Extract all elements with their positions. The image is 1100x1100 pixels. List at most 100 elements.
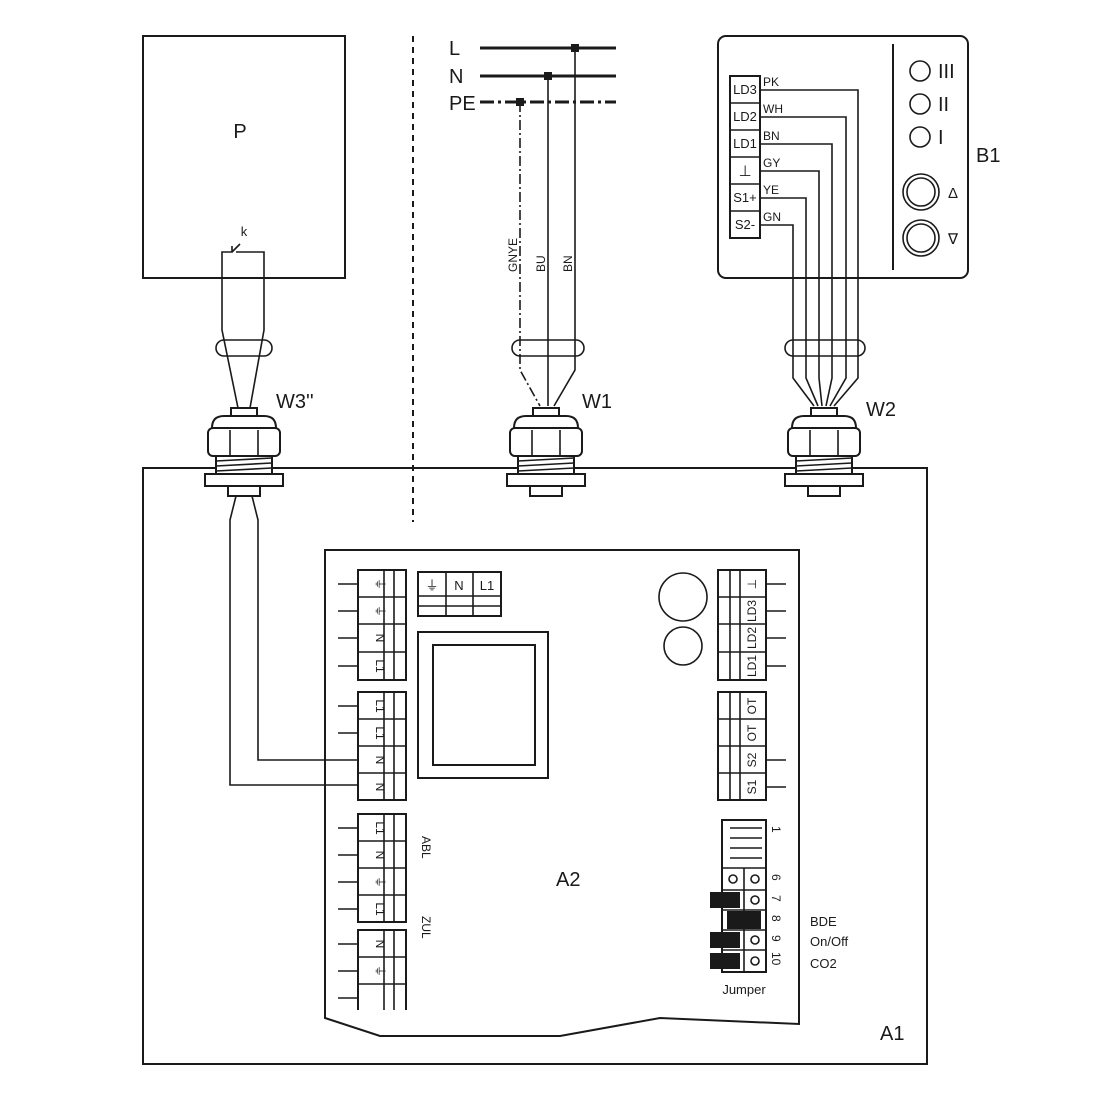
jumper-7[interactable] [710,892,740,908]
terminal-label: ⏚ [373,876,387,888]
terminal-label: ⏚ [373,605,387,617]
terminal-label: S2 [745,752,759,767]
terminal-label: S1 [745,779,759,794]
up-button[interactable] [902,173,940,211]
b1-terminal-s1: S1+ [733,190,757,205]
gland-w3 [204,407,284,497]
top-terminal-l1: L1 [480,578,494,593]
up-arrow-icon: Δ [948,185,958,202]
left-terminal-group-2: L1 L1 N N [338,691,407,801]
housing-a1-label: A1 [880,1023,904,1045]
supply-n-label: N [449,66,463,88]
b1-wire-wh: WH [763,102,783,116]
indicator-3-label: III [938,61,955,83]
right-terminal-group-2: OT OT S2 S1 [717,691,786,801]
terminal-label: L1 [373,699,387,713]
jumper-number: 7 [769,895,783,902]
device-p: P k [142,35,346,279]
b1-wire-ye: YE [763,183,779,197]
down-arrow-icon: ∇ [947,231,959,248]
jumper-9[interactable] [710,932,740,948]
wire-gnye-label: GNYE [506,238,520,272]
device-b1-label: B1 [976,145,1000,167]
board-a2-label: A2 [556,869,580,891]
left-terminal-group-4: N ⏚ [338,929,407,1010]
terminal-label: OT [745,697,759,714]
jumper-label-co2: CO2 [810,956,837,971]
abl-label: ABL [419,836,433,859]
cable-w2 [760,89,866,407]
indicator-1-icon [909,126,931,148]
terminal-label: L1 [373,726,387,740]
w3-wire-2 [251,495,358,761]
b1-wire-bn: BN [763,129,780,143]
zul-label: ZUL [419,916,433,939]
supply-l-label: L [449,38,460,60]
terminal-label: LD1 [745,655,759,677]
b1-terminal-s2: S2- [735,217,755,232]
terminal-label: L1 [373,659,387,673]
wire-bn-label: BN [561,255,575,272]
terminal-label: N [373,851,387,860]
cable-w1: GNYE BU BN [506,48,585,407]
terminal-label: LD3 [745,600,759,622]
gland-w1-label: W1 [582,391,612,413]
top-terminal-ground: ⏚ [425,578,438,593]
supply-pe-label: PE [449,93,476,115]
terminal-label: N [373,940,387,949]
terminal-label: ⏚ [373,965,387,977]
gland-w3-label: W3'' [276,391,314,413]
device-b1: B1 LD3 LD2 LD1 ⊥ S1+ S2- PK WH BN GY YE … [717,35,1000,279]
terminal-label: N [373,756,387,765]
gland-w1 [506,407,586,497]
relay-large [658,572,708,622]
indicator-1-label: I [938,127,944,149]
wire-bu-label: BU [534,255,548,272]
jumper-number: 8 [769,915,783,922]
terminal-label: L1 [373,902,387,916]
supply-lines: L N PE [449,38,616,115]
jumper-8[interactable] [727,911,761,929]
b1-terminal-ground: ⊥ [738,163,751,180]
terminal-label: OT [745,724,759,741]
terminal-label: ⏚ [373,578,387,590]
jumper-title: Jumper [722,982,766,997]
b1-wire-gy: GY [763,156,780,170]
terminal-label: N [373,783,387,792]
jumper-10[interactable] [710,953,740,969]
jumper-number: 1 [769,826,783,833]
contact-k-symbol [221,243,265,278]
terminal-label: LD2 [745,627,759,649]
b1-wire-pk: PK [763,75,779,89]
jumper-label-bde: BDE [810,914,837,929]
cable-w3 [215,278,273,410]
gland-w2 [784,407,864,497]
indicator-3-icon [909,60,931,82]
indicator-2-label: II [938,94,949,116]
b1-terminal-ld1: LD1 [733,136,757,151]
b1-terminal-ld2: LD2 [733,109,757,124]
terminal-label: N [373,634,387,643]
jumper-number: 10 [769,952,783,966]
board-a2: A2 ⏚ N L1 ⏚ ⏚ N L1 [324,549,848,1037]
top-terminal-n: N [454,578,463,593]
contact-k-label: k [241,224,248,239]
terminal-label: L1 [373,821,387,835]
w3-wire-1 [229,495,358,786]
terminal-label: ⊥ [745,579,759,589]
left-terminal-group-3: L1 N ⏚ L1 [338,813,407,923]
indicator-2-icon [909,93,931,115]
right-terminal-group-1: ⊥ LD3 LD2 LD1 [717,569,786,681]
gland-w2-label: W2 [866,399,896,421]
device-p-label: P [233,121,246,143]
jumper-number: 6 [769,874,783,881]
b1-wire-gn: GN [763,210,781,224]
left-terminal-group-1: ⏚ ⏚ N L1 [338,569,407,681]
jumper-label-onoff: On/Off [810,934,848,949]
relay-small [663,626,703,666]
b1-terminal-ld3: LD3 [733,82,757,97]
jumper-block: 1 6 7 8 9 10 BDE On/Off CO2 Jumper [710,819,848,997]
down-button[interactable] [902,219,940,257]
jumper-number: 9 [769,935,783,942]
